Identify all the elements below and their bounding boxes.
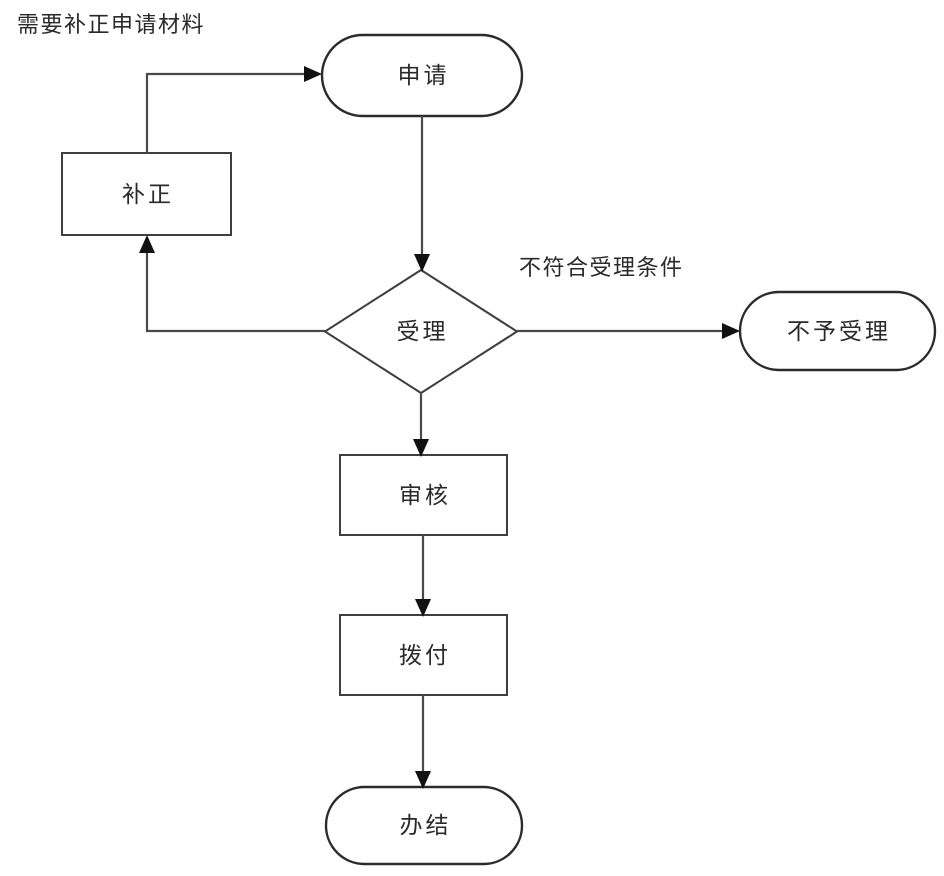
node-shape-disburse[interactable]: [339, 614, 508, 696]
edge-disburse-to-complete: [415, 695, 431, 789]
node-shape-accept[interactable]: [323, 268, 519, 395]
node-shape-complete[interactable]: [324, 785, 524, 866]
edge-review-to-disburse: [415, 535, 431, 617]
edge-amend-to-apply: [145, 66, 322, 153]
arrow-head-icon: [414, 254, 430, 272]
node-shape-review[interactable]: [339, 454, 508, 536]
edge-apply-to-accept: [414, 116, 430, 272]
arrow-head-icon: [722, 323, 740, 339]
node-shape-amend[interactable]: [61, 152, 232, 236]
node-shape-apply[interactable]: [320, 33, 524, 118]
edge-accept-to-amend: [139, 235, 325, 333]
arrow-head-icon: [304, 66, 322, 82]
arrow-head-icon: [139, 235, 155, 253]
edge-label-reject-note: 不符合受理条件: [519, 255, 684, 280]
edge-label-amend-note: 需要补正申请材料: [17, 12, 206, 37]
node-shape-reject[interactable]: [738, 290, 937, 372]
arrow-head-icon: [413, 439, 429, 457]
edge-accept-to-review: [413, 393, 429, 457]
arrow-head-icon: [415, 599, 431, 617]
edge-accept-to-reject: [517, 323, 740, 339]
arrow-head-icon: [415, 771, 431, 789]
